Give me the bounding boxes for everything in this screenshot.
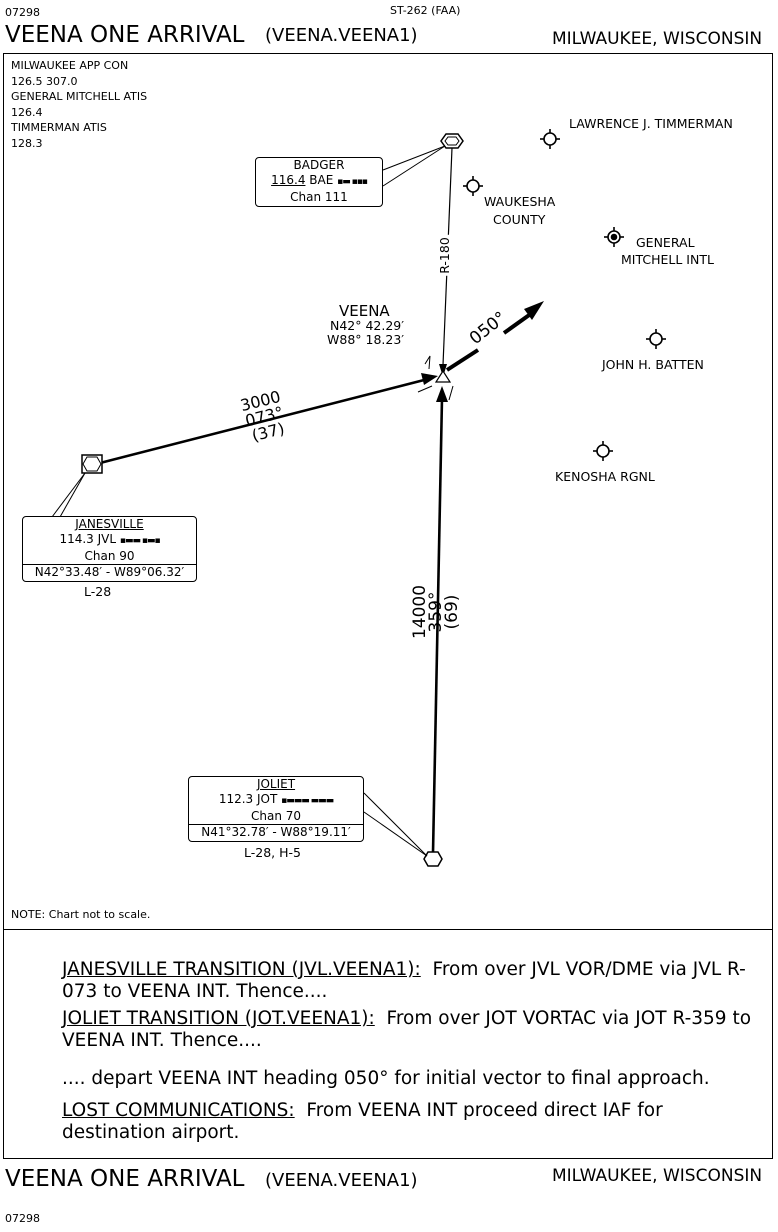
lost-comm-title: LOST COMMUNICATIONS: [62,1100,295,1121]
chart-divider [3,929,773,930]
joliet-route-arrow [436,386,448,402]
waukesha-airport-icon [463,176,483,196]
comms-line: GENERAL MITCHELL ATIS [11,90,148,103]
depart-instruction: .... depart VEENA INT heading 050° for i… [62,1068,752,1090]
badger-info-box: BADGER 116.4 BAE ▪▬ ▪▪▪ Chan 111 [255,157,383,207]
morse-code-icon: ▪▬▬ ▪▬▪ [119,536,161,546]
joliet-route-line [431,397,444,854]
badger-chan: Chan 111 [290,190,348,204]
joliet-distance: (69) [442,594,462,630]
kenosha-label: KENOSHA RGNL [555,469,655,484]
janesville-freq: 114.3 [59,532,94,546]
veena-tick-icon [424,355,431,370]
janesville-name: JANESVILLE [75,517,144,531]
chart-frame [3,53,773,1159]
heading-arrow [524,301,544,320]
mitchell-label-2: MITCHELL INTL [621,252,714,267]
janesville-vordme-icon [81,454,103,474]
jvl-transition-title: JANESVILLE TRANSITION (JVL.VEENA1): [62,959,421,980]
joliet-ident: JOT [257,792,278,806]
badger-ident: BAE [309,173,334,187]
joliet-route-label: 14000 359° (69) [410,572,462,652]
computer-code: (VEENA.VEENA1) [265,25,418,46]
chart-number: 07298 [5,6,40,19]
janesville-chan: Chan 90 [84,549,135,563]
mitchell-label-1: GENERAL [636,235,695,250]
comms-line: 126.5 307.0 [11,74,78,88]
joliet-chan: Chan 70 [250,809,302,823]
batten-airport-icon [646,329,666,349]
footer-location: MILWAUKEE, WISCONSIN [552,1166,763,1186]
jot-transition-title: JOLIET TRANSITION (JOT.VEENA1): [62,1008,375,1029]
joliet-freq: 112.3 [218,792,254,806]
holding-ticks-icon [417,385,454,401]
timmerman-airport-icon [540,129,560,149]
badger-radial: R-180 [436,235,452,276]
comms-line: 128.3 [11,136,43,150]
jot-transition-text: From over JOT VORTAC via JOT R-359 to VE… [62,1008,752,1051]
joliet-vortac-icon [423,851,443,867]
lost-comm-text: From VEENA INT proceed direct IAF for de… [62,1100,663,1143]
footer-chart-number: 07298 [5,1212,40,1225]
veena-name: VEENA [339,302,390,320]
batten-label: JOHN H. BATTEN [602,357,704,372]
waukesha-label-2: COUNTY [493,212,546,227]
joliet-info-box: JOLIET 112.3 JOT ▪▬▬▬ ▬▬▬ Chan 70 N41°32… [188,776,364,842]
joliet-name: JOLIET [256,777,296,791]
footer-computer-code: (VEENA.VEENA1) [265,1170,418,1191]
comms-line: MILWAUKEE APP CON [11,59,129,72]
veena-lon: W88° 18.23′ [327,332,405,347]
heading-line-1 [445,348,480,372]
page-title: VEENA ONE ARRIVAL [5,22,245,48]
morse-code-icon: ▪▬ ▪▪▪ [337,177,368,187]
veena-lat: N42° 42.29′ [330,318,405,333]
footer-title: VEENA ONE ARRIVAL [5,1166,245,1192]
comms-line: 126.4 [11,105,43,119]
morse-code-icon: ▪▬▬▬ ▬▬▬ [281,796,334,806]
jot-transition: JOLIET TRANSITION (JOT.VEENA1): From ove… [62,1008,752,1052]
timmerman-label: LAWRENCE J. TIMMERMAN [569,116,733,131]
janesville-route-arrow [421,373,438,385]
comms-line: TIMMERMAN ATIS [11,121,107,134]
jvl-transition: JANESVILLE TRANSITION (JVL.VEENA1): From… [62,959,752,1003]
mitchell-airport-icon [604,227,624,247]
heading-line-2 [502,311,534,335]
badger-name: BADGER [293,158,345,172]
kenosha-airport-icon [593,441,613,461]
joliet-coords: N41°32.78′ - W88°19.11′ [189,824,363,840]
jvl-transition-text: From over JVL VOR/DME via JVL R-073 to V… [62,959,746,1002]
lost-communications: LOST COMMUNICATIONS: From VEENA INT proc… [62,1100,752,1144]
badger-vortac-icon [440,133,464,149]
location: MILWAUKEE, WISCONSIN [552,29,763,49]
janesville-route-line [99,377,429,465]
janesville-chart-ref: L-28 [84,584,112,599]
veena-fix-icon [434,369,452,383]
janesville-info-box: JANESVILLE 114.3 JVL ▪▬▬ ▪▬▪ Chan 90 N42… [22,516,197,582]
comms-block: MILWAUKEE APP CON 126.5 307.0 GENERAL MI… [11,58,147,151]
depart-text: .... depart VEENA INT heading 050° for i… [62,1068,710,1089]
chart-id: ST-262 (FAA) [390,4,461,17]
scale-note: NOTE: Chart not to scale. [11,908,151,921]
badger-freq: 116.4 [271,173,306,187]
joliet-chart-ref: L-28, H-5 [244,845,301,860]
janesville-ident: JVL [97,532,117,546]
janesville-coords: N42°33.48′ - W89°06.32′ [23,564,196,580]
waukesha-label-1: WAUKESHA [484,194,556,209]
